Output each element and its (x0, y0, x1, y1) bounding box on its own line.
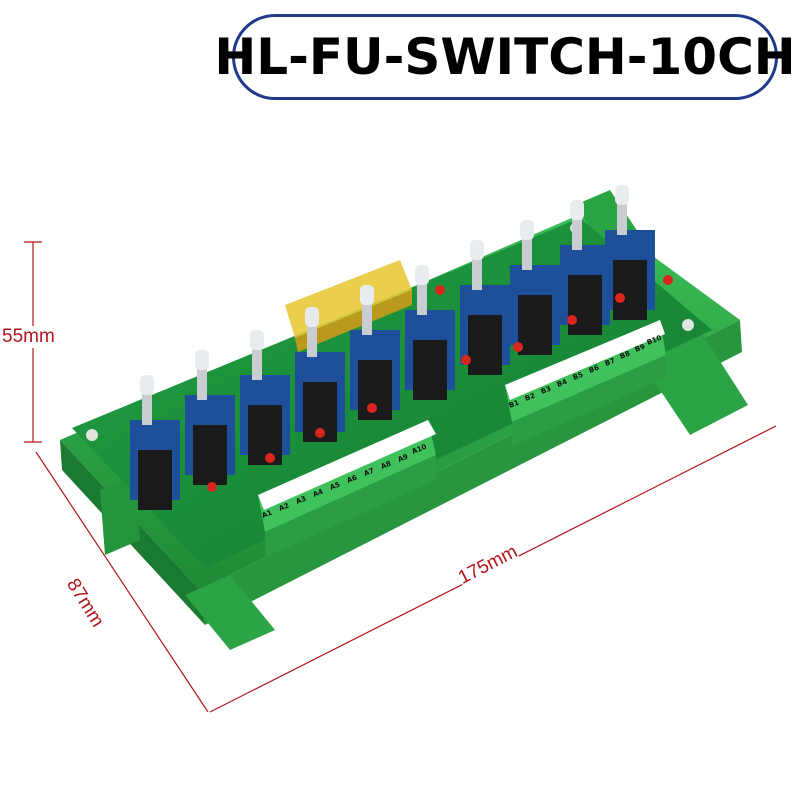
terminal-label: A8 (380, 460, 393, 471)
terminal-label: B4 (556, 378, 569, 389)
terminal-label: A5 (329, 481, 342, 492)
terminal-label: B2 (524, 392, 537, 403)
terminal-label: B5 (572, 371, 585, 382)
terminal-label: A9 (397, 453, 410, 464)
terminal-label: B9 (634, 343, 647, 354)
terminal-label: B3 (540, 385, 553, 396)
terminal-label: B8 (619, 350, 632, 361)
terminal-label: A7 (363, 467, 376, 478)
switch-modules (130, 185, 655, 510)
terminal-label: A3 (295, 495, 308, 506)
terminal-label: B1 (508, 399, 521, 410)
terminal-label: B6 (588, 364, 601, 375)
terminal-label: A1 (261, 509, 274, 520)
terminal-block-b (505, 320, 666, 446)
product-title: HL-FU-SWITCH-10CH (214, 28, 796, 86)
terminal-label: A4 (312, 488, 325, 499)
terminal-labels-b: B1 B2 B3 B4 B5 B6 B7 B8 B9 B10 (508, 334, 663, 410)
title-badge: HL-FU-SWITCH-10CH (214, 14, 796, 100)
terminal-label: A6 (346, 474, 359, 485)
terminal-label: B7 (604, 357, 617, 368)
led-indicators (207, 275, 673, 492)
height-dimension-label: 55mm (2, 326, 55, 348)
terminal-block-a (258, 420, 436, 557)
terminal-label: A2 (278, 502, 291, 513)
terminal-labels-a: A1 A2 A3 A4 A5 A6 A7 A8 A9 A10 (261, 443, 428, 520)
